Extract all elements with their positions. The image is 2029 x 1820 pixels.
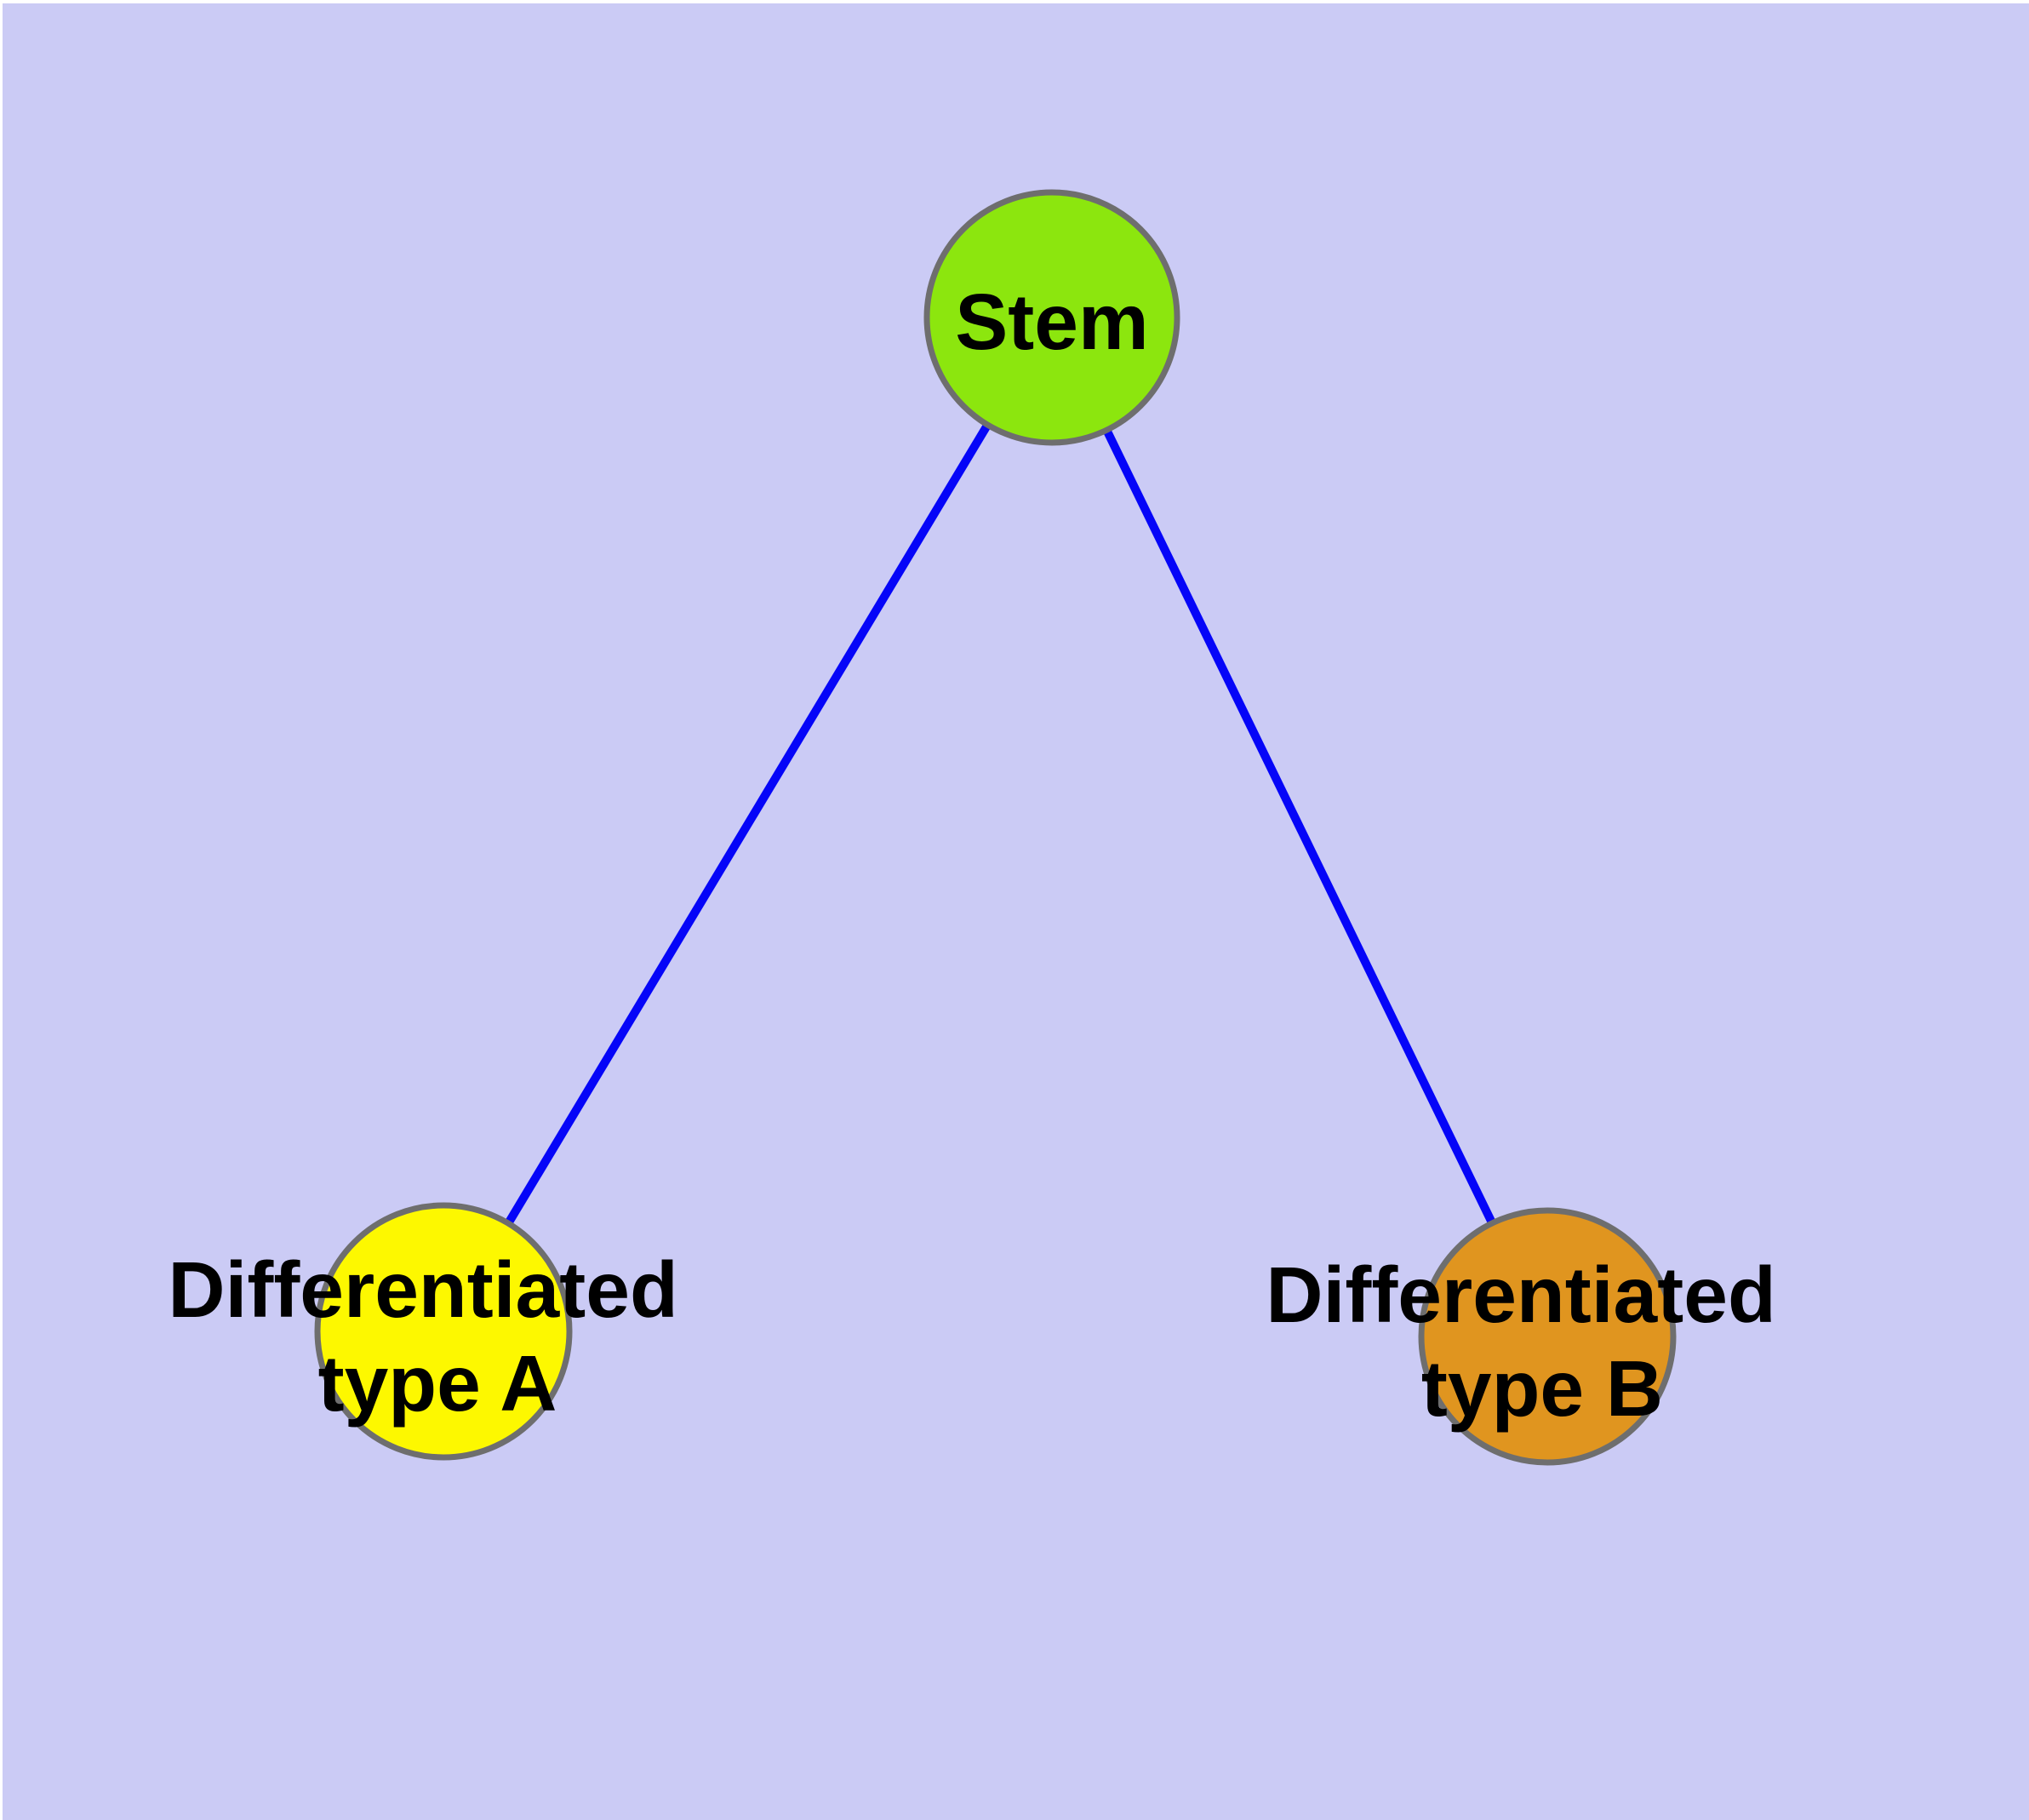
- node-type-b-circle[interactable]: [1418, 1207, 1677, 1466]
- node-type-a-label-line2: type A: [318, 1339, 557, 1428]
- node-type-b-label-line1: Differentiated: [1266, 1251, 1775, 1339]
- node-type-a-circle[interactable]: [314, 1202, 573, 1461]
- node-stem[interactable]: Stem: [923, 189, 1180, 446]
- node-stem-label: Stem: [955, 278, 1148, 366]
- node-type-b-label: Differentiated type B: [1266, 1251, 1798, 1433]
- node-type-a-label: Differentiated type A: [168, 1245, 700, 1428]
- node-differentiated-type-a[interactable]: Differentiated type A: [168, 1202, 700, 1461]
- edge-stem-to-type-b: [1048, 315, 1552, 1339]
- node-differentiated-type-b[interactable]: Differentiated type B: [1266, 1207, 1798, 1466]
- node-stem-circle[interactable]: [923, 189, 1180, 446]
- edge-layer: [439, 315, 1552, 1339]
- node-type-b-label-line2: type B: [1421, 1344, 1663, 1433]
- node-type-a-label-line1: Differentiated: [168, 1245, 677, 1334]
- edge-stem-to-type-a: [439, 315, 1056, 1334]
